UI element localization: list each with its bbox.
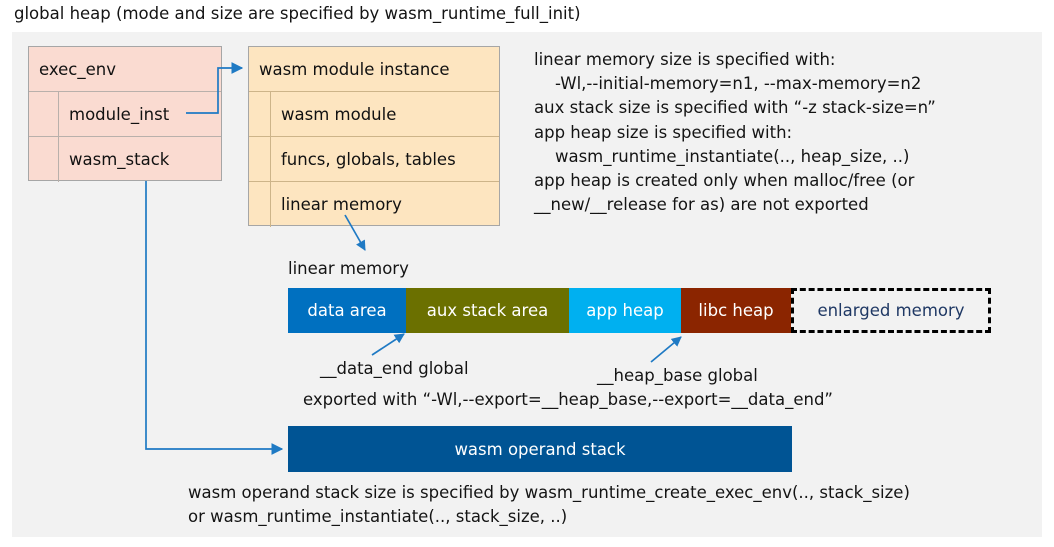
wasm-operand-stack-box: wasm operand stack <box>288 426 792 472</box>
linear-memory-notes: linear memory size is specified with: -W… <box>534 50 936 215</box>
annotation-data-end: __data_end global <box>320 359 469 378</box>
memory-segment-data-area: data area <box>288 288 406 333</box>
linear-memory-bar: data area aux stack area app heap libc h… <box>288 288 991 333</box>
module-instance-field-wasm-module: wasm module <box>249 92 499 137</box>
module-instance-header-label: wasm module instance <box>259 59 450 79</box>
indent-cell <box>249 92 271 136</box>
indent-cell <box>249 137 271 181</box>
memory-segment-libc-heap: libc heap <box>681 288 791 333</box>
annotation-heap-base: __heap_base global <box>597 366 758 385</box>
exec-env-box: exec_env module_inst wasm_stack <box>28 46 222 182</box>
module-instance-field-label: linear memory <box>281 195 402 214</box>
module-instance-field-label: funcs, globals, tables <box>281 149 456 169</box>
indent-cell <box>29 137 59 182</box>
page-title: global heap (mode and size are specified… <box>14 4 581 23</box>
exec-env-header-label: exec_env <box>39 59 116 79</box>
memory-segment-aux-stack-area: aux stack area <box>406 288 569 333</box>
module-instance-header-row: wasm module instance <box>249 47 499 92</box>
operand-stack-notes: wasm operand stack size is specified by … <box>188 483 910 527</box>
wasm-module-instance-box: wasm module instance wasm module funcs, … <box>248 46 500 227</box>
memory-segment-enlarged-memory: enlarged memory <box>791 288 991 333</box>
memory-segment-app-heap: app heap <box>569 288 681 333</box>
module-instance-field-label: wasm module <box>281 104 397 124</box>
exec-env-field-wasm-stack: wasm_stack <box>29 137 221 182</box>
linear-memory-bar-label: linear memory <box>288 259 409 278</box>
module-instance-field-funcs-globals-tables: funcs, globals, tables <box>249 137 499 182</box>
module-instance-field-linear-memory: linear memory <box>249 182 499 227</box>
annotation-exported-with: exported with “-Wl,--export=__heap_base,… <box>303 390 833 409</box>
exec-env-field-label: wasm_stack <box>69 150 170 169</box>
indent-cell <box>249 182 271 227</box>
exec-env-header-row: exec_env <box>29 47 221 92</box>
indent-cell <box>29 92 59 136</box>
exec-env-field-label: module_inst <box>69 104 170 124</box>
exec-env-field-module-inst: module_inst <box>29 92 221 137</box>
